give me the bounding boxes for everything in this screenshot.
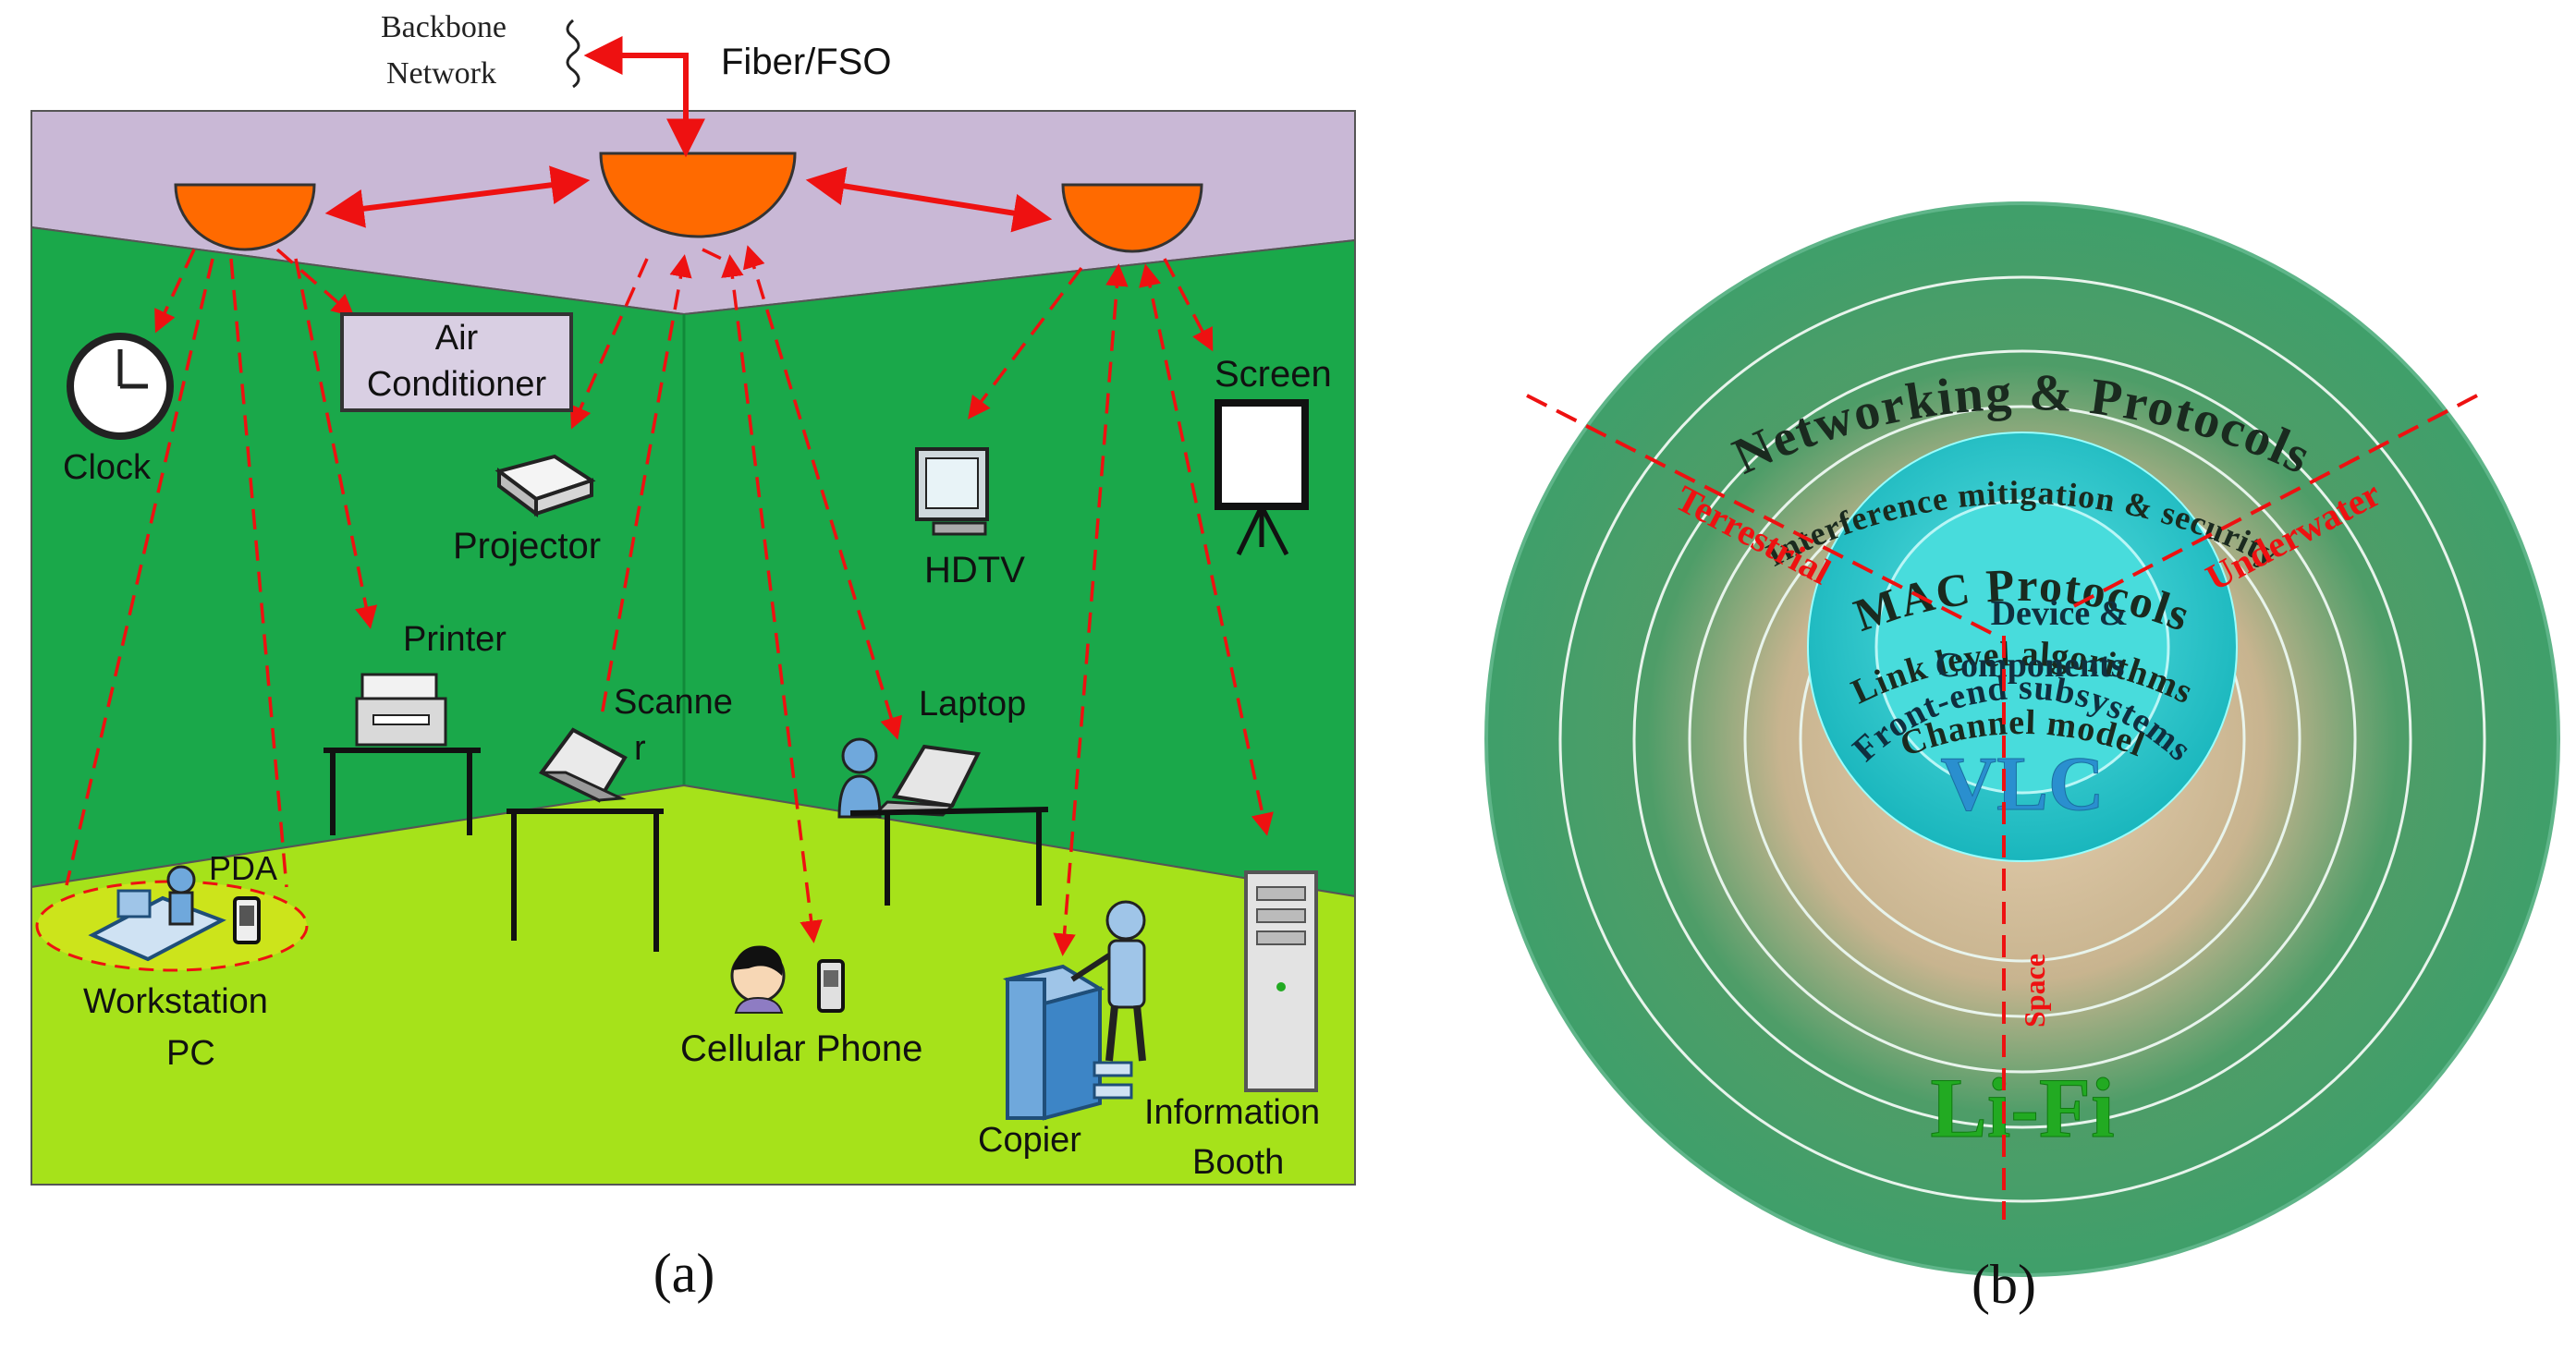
label-vlc: VLC	[1940, 741, 2104, 827]
scanner-icon	[538, 727, 628, 803]
label-air-1: Air	[435, 319, 479, 358]
screen-icon	[1215, 399, 1309, 556]
label-pda: PDA	[209, 849, 277, 887]
optical-links	[65, 245, 1274, 956]
core-inner	[1874, 499, 2170, 795]
lamp-right	[1061, 183, 1203, 253]
sector-dividers	[1526, 394, 2478, 1220]
printer-table	[324, 748, 481, 835]
projector-icon	[494, 454, 596, 517]
copier-icon	[1002, 964, 1133, 1121]
hdtv-icon	[915, 447, 989, 536]
copier-user-icon	[1070, 900, 1146, 1062]
pda-icon	[233, 896, 261, 944]
label-backbone-1: Backbone	[381, 10, 507, 44]
ring-boundary-1	[1558, 275, 2486, 1203]
label-booth-1: Information	[1144, 1093, 1320, 1132]
center-label-2: Components	[1935, 646, 2125, 685]
scanner-table	[507, 809, 664, 952]
caption-a: (a)	[653, 1243, 715, 1304]
backbone-squiggle-icon	[566, 18, 580, 89]
ring-boundary-2	[1632, 349, 2412, 1129]
phone-user-icon	[730, 945, 845, 1014]
panel-b: Networking & Protocols Interference miti…	[1484, 201, 2560, 1315]
printer-icon	[355, 673, 447, 747]
backbone-link	[583, 36, 705, 158]
laptop-table	[849, 807, 1049, 906]
label-air-2: Conditioner	[367, 365, 547, 404]
workstation-icon	[88, 865, 226, 962]
label-clock: Clock	[63, 448, 152, 487]
label-copier: Copier	[978, 1121, 1081, 1160]
ring-edge-1	[1484, 201, 2560, 1277]
information-booth-icon	[1244, 870, 1318, 1092]
clock-icon	[67, 333, 174, 440]
label-workstation-1: Workstation	[83, 982, 268, 1021]
label-projector: Projector	[453, 526, 601, 566]
label-printer: Printer	[403, 620, 507, 659]
label-workstation-2: PC	[166, 1034, 215, 1073]
label-backbone-2: Network	[386, 56, 496, 91]
link-center-right	[805, 166, 1053, 233]
air-conditioner	[340, 312, 573, 412]
label-laptop: Laptop	[919, 685, 1026, 724]
label-fiber: Fiber/FSO	[721, 42, 891, 82]
label-screen: Screen	[1215, 354, 1332, 395]
label-scanner-2: r	[634, 729, 646, 768]
ring-boundary-3	[1688, 405, 2357, 1074]
lamp-center	[599, 152, 797, 238]
label-cellular: Cellular Phone	[680, 1028, 922, 1069]
label-booth-2: Booth	[1192, 1143, 1284, 1182]
lamp-left	[174, 183, 316, 251]
panel-a: Backbone Network Fiber/FSO Air Condition…	[31, 10, 1356, 1304]
link-left-center	[324, 165, 591, 228]
center-label-1: Device &	[1991, 594, 2129, 633]
label-lifi: Li-Fi	[1930, 1061, 2114, 1155]
label-hdtv: HDTV	[924, 550, 1025, 590]
sector-space: Space	[2018, 954, 2051, 1028]
caption-b: (b)	[1972, 1254, 2036, 1315]
label-scanner-1: Scanne	[614, 683, 733, 722]
